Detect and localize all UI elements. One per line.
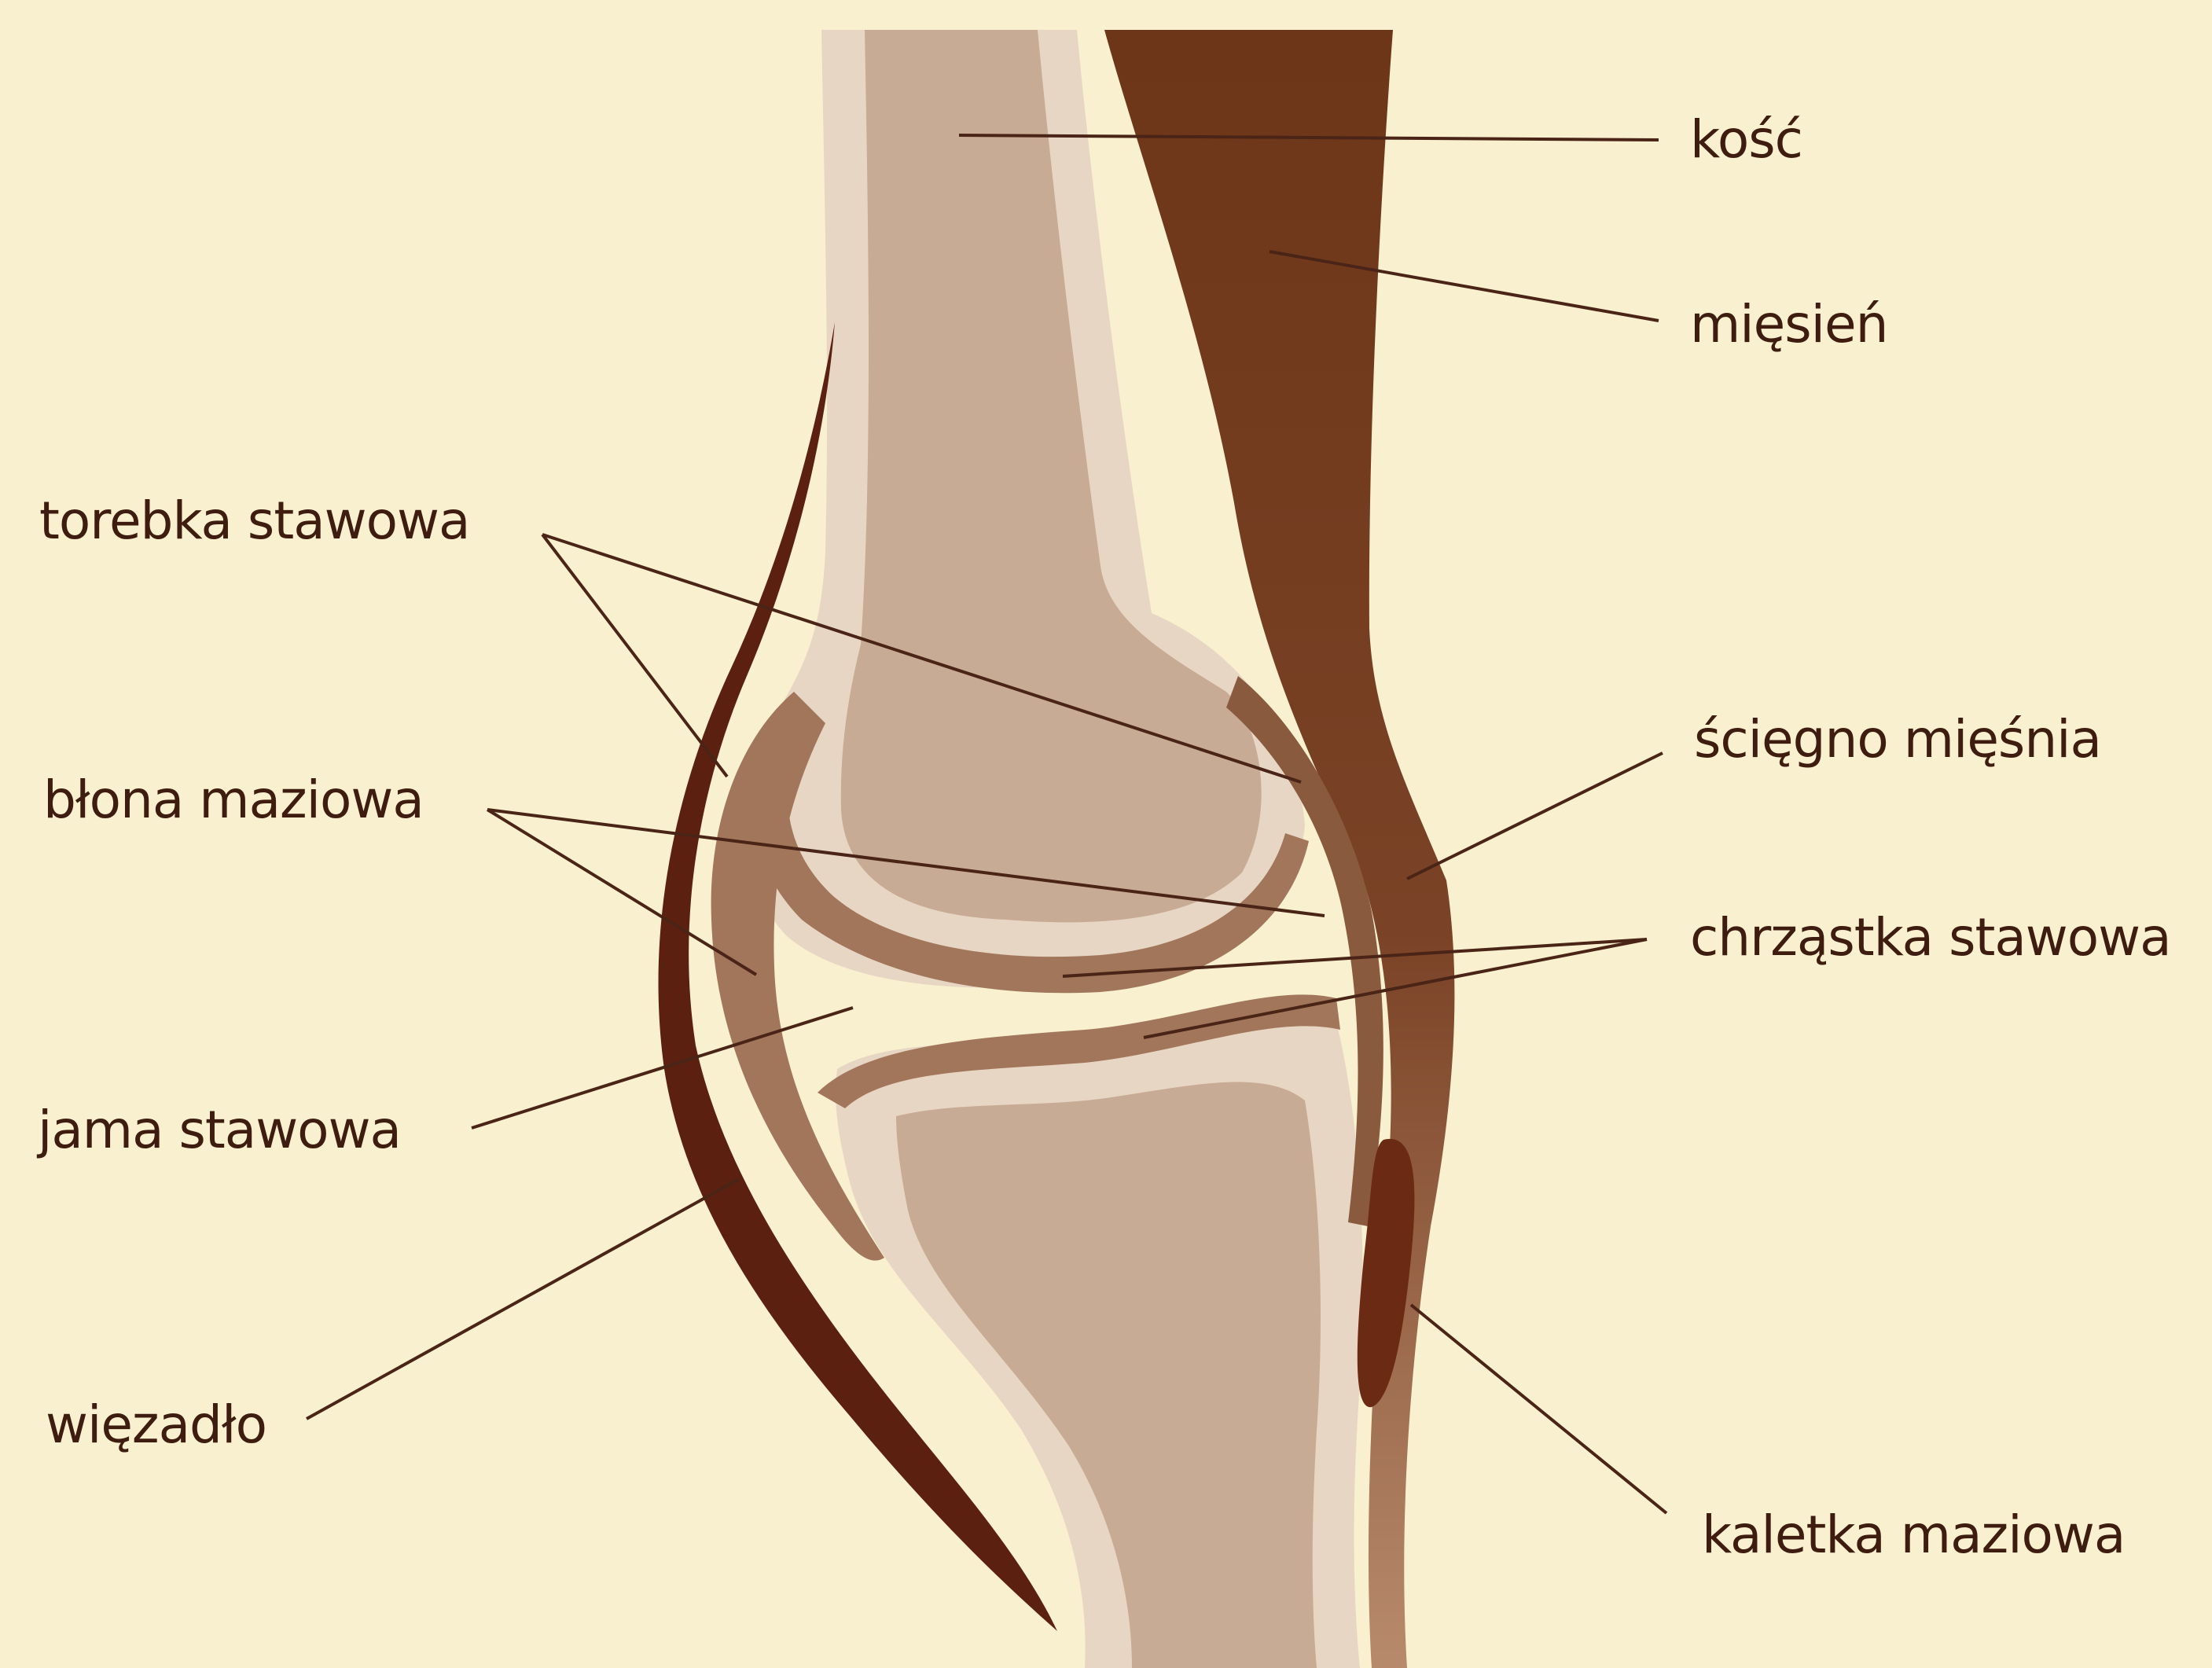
- leader-kaletka: [1411, 1305, 1666, 1513]
- leader-torebka-1: [542, 535, 727, 777]
- leader-wiezadlo: [307, 1179, 739, 1419]
- label-chrzastka-stawowa: chrząstka stawowa: [1690, 912, 2171, 964]
- leader-sciegno: [1407, 753, 1663, 879]
- label-sciegno-miesnia: ścięgno mięśnia: [1694, 714, 2101, 766]
- label-kosc: kość: [1690, 114, 1802, 166]
- label-jama-stawowa: jama stawowa: [38, 1104, 401, 1156]
- label-torebka-stawowa: torebka stawowa: [39, 495, 469, 547]
- label-blona-maziowa: błona maziowa: [43, 774, 424, 826]
- label-wiezadlo: więzadło: [46, 1399, 266, 1451]
- label-kaletka-maziowa: kaletka maziowa: [1702, 1509, 2125, 1561]
- label-miesien: mięsień: [1690, 299, 1887, 351]
